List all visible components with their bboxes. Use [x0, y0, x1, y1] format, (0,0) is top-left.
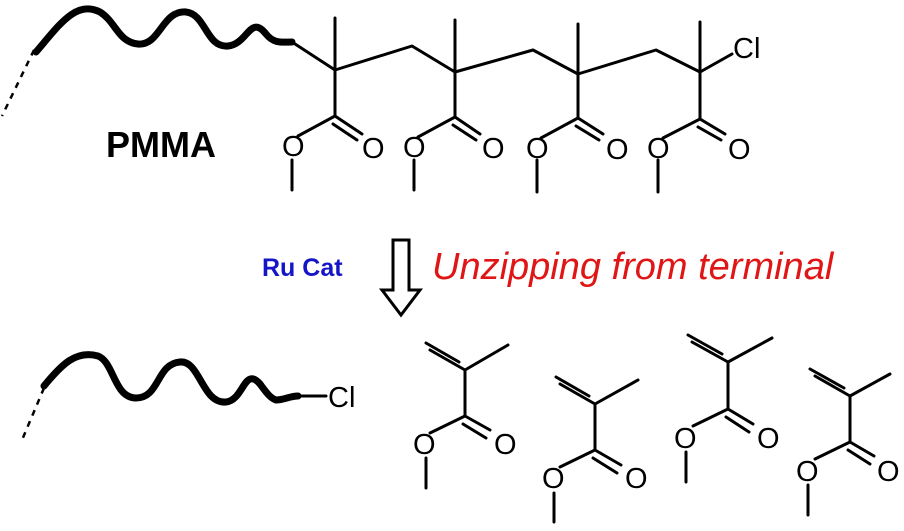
- oxygen-atom: O: [796, 456, 819, 488]
- oxygen-atom: O: [282, 131, 305, 163]
- oxygen-atom: O: [403, 132, 426, 164]
- pmma-polymer: Cl O O O O O O O O: [0, 5, 760, 194]
- chain-with-chloride-end: Cl: [20, 351, 355, 441]
- catalyst-label: Ru Cat: [262, 254, 343, 282]
- o-methyl-bonds: [290, 158, 660, 194]
- oxygen-atom: O: [413, 429, 436, 461]
- chain-continuation-dash-top: [0, 49, 36, 117]
- mma-monomer: O O: [413, 341, 517, 490]
- oxygen-atom: O: [647, 133, 670, 165]
- monomer-bonds: [806, 367, 892, 517]
- chlorine-atom: Cl: [328, 382, 355, 414]
- c-cl-bond: [698, 52, 734, 74]
- methyl-bonds: [333, 16, 702, 76]
- polymer-chain-wave-top: [32, 5, 296, 56]
- process-description: Unzipping from terminal: [432, 246, 834, 288]
- oxygen-atom: O: [526, 133, 549, 165]
- oxygen-atom: O: [625, 463, 648, 495]
- monomer-bonds: [424, 341, 510, 490]
- oxygen-atom: O: [362, 133, 385, 165]
- chlorine-atom: Cl: [733, 33, 760, 65]
- oxygen-atom: O: [728, 134, 751, 166]
- monomer-bonds: [552, 375, 640, 524]
- monomer-bonds: [684, 333, 774, 484]
- oxygen-atom: O: [482, 133, 505, 165]
- mma-monomer: O O: [542, 375, 648, 524]
- oxygen-atom: O: [542, 463, 565, 495]
- oxygen-atom: O: [674, 423, 697, 455]
- backbone-bonds: [290, 40, 702, 76]
- reaction-arrow: [378, 238, 424, 318]
- ester-bonds: [296, 68, 727, 142]
- mma-monomer: O O: [796, 367, 900, 517]
- polymer-name-label: PMMA: [106, 124, 216, 165]
- polymer-chain-wave-bottom: [40, 351, 302, 406]
- oxygen-atom: O: [877, 456, 900, 488]
- oxygen-atom: O: [606, 134, 629, 166]
- mma-monomer: O O: [674, 333, 780, 484]
- oxygen-atom: O: [757, 423, 780, 455]
- oxygen-atom: O: [494, 429, 517, 461]
- chain-continuation-dash-bottom: [20, 387, 46, 441]
